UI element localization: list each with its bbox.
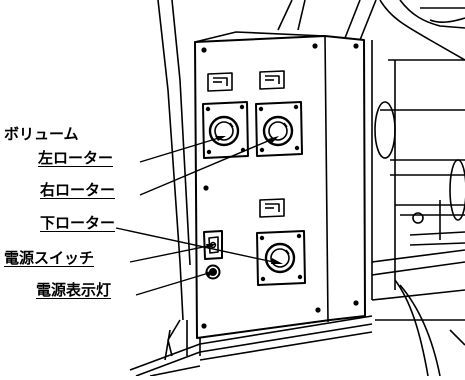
leader-arrowheads (205, 136, 283, 277)
label-volume-heading: ボリューム (4, 125, 79, 143)
knob-left-rotor (202, 101, 249, 159)
label-left-rotor: 左ローター (38, 149, 114, 167)
knob-right-rotor (255, 101, 303, 157)
label-power-lamp: 電源表示灯 (36, 281, 112, 299)
screw-dots (201, 43, 359, 329)
label-lower-rotor: 下ローター (40, 214, 116, 232)
background-machinery (277, 0, 465, 377)
knob-lower-rotor (256, 230, 306, 286)
background-frame (129, 0, 373, 377)
label-right-rotor: 右ローター (40, 181, 116, 199)
control-box (194, 31, 366, 356)
label-power-switch: 電源スイッチ (4, 249, 95, 267)
connector-glyphs (207, 70, 285, 218)
leader-lines (115, 136, 279, 296)
